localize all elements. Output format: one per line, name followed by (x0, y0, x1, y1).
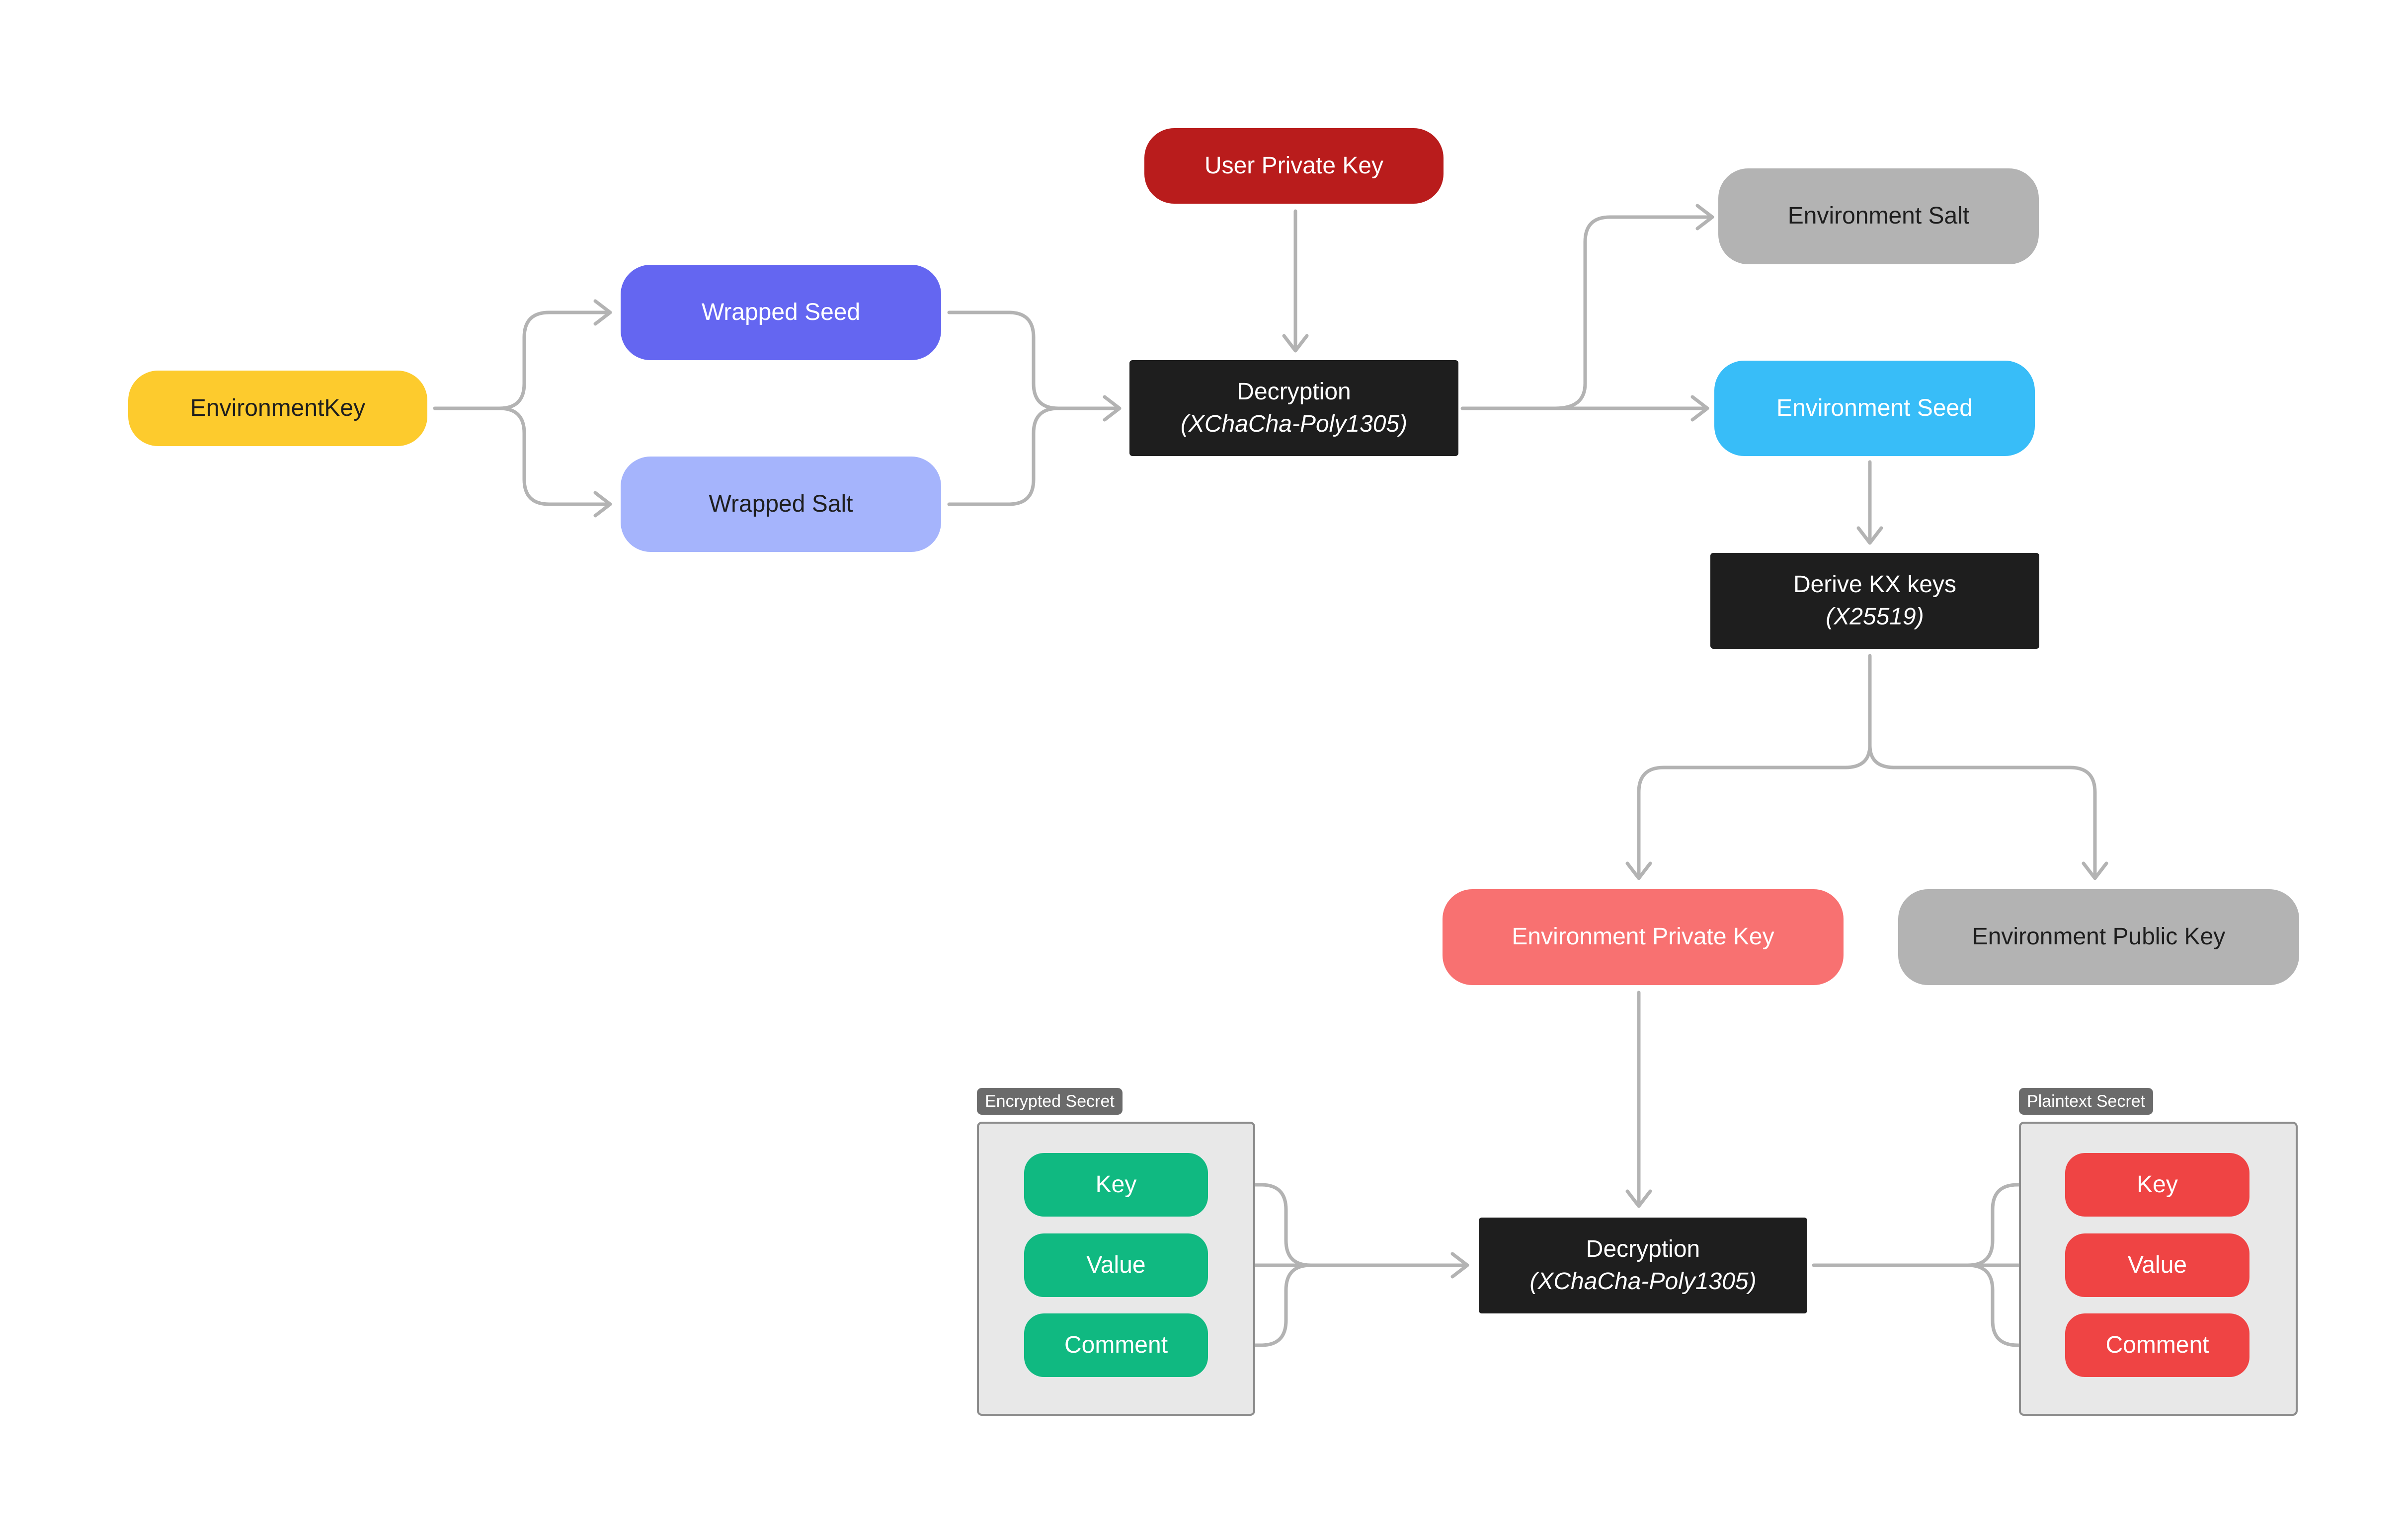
arrowhead-environment-seed (1690, 395, 1709, 422)
environment-public-key-node: Environment Public Key (1898, 889, 2299, 985)
derive-kx-title: Derive KX keys (1793, 571, 1957, 598)
connector-encrypted-comment (1214, 1263, 1313, 1347)
decryption-bottom-box: Decryption (XChaCha-Poly1305) (1479, 1218, 1807, 1313)
encrypted-value-field: Value (1024, 1233, 1208, 1297)
derive-kx-algorithm: (X25519) (1826, 603, 1924, 630)
plaintext-secret-label: Plaintext Secret (2019, 1088, 2154, 1115)
wrapped-salt-node: Wrapped Salt (621, 457, 941, 552)
decryption-top-algorithm: (XChaCha-Poly1305) (1180, 410, 1408, 437)
connector-derive-to-public-key (1868, 743, 2097, 879)
decryption-bottom-algorithm: (XChaCha-Poly1305) (1529, 1268, 1757, 1295)
environment-seed-node: Environment Seed (1714, 361, 2035, 456)
environment-salt-node: Environment Salt (1718, 168, 2039, 264)
user-private-key-node: User Private Key (1144, 128, 1444, 204)
connector-envkey-to-wrapped-salt (497, 406, 611, 506)
encrypted-key-field: Key (1024, 1153, 1208, 1217)
connector-wrapped-salt-to-decryption (947, 406, 1060, 506)
environment-key-node: EnvironmentKey (128, 371, 427, 446)
arrowhead-decryption-bottom-left (1450, 1252, 1469, 1279)
plaintext-key-field: Key (2065, 1153, 2249, 1217)
plaintext-value-field: Value (2065, 1233, 2249, 1297)
connector-wrapped-seed-to-decryption (947, 310, 1120, 410)
connector-encrypted-key (1214, 1183, 1313, 1267)
arrowhead-decryption-bottom-top (1625, 1189, 1652, 1208)
arrowhead-derive-kx (1856, 526, 1883, 545)
encrypted-comment-field: Comment (1024, 1313, 1208, 1377)
arrowhead-env-private-key (1625, 861, 1652, 880)
arrowhead-environment-salt (1695, 204, 1714, 230)
arrowhead-decryption-top (1282, 334, 1309, 353)
arrowhead-env-public-key (2082, 861, 2108, 880)
arrowhead-wrapped-seed (593, 299, 612, 326)
connector-decrypted-comment (1966, 1263, 2059, 1347)
derive-kx-keys-box: Derive KX keys (X25519) (1710, 553, 2039, 649)
decryption-top-title: Decryption (1237, 378, 1351, 405)
decryption-top-box: Decryption (XChaCha-Poly1305) (1129, 360, 1458, 456)
environment-private-key-node: Environment Private Key (1443, 889, 1844, 985)
connector-derive-to-private-key (1637, 654, 1872, 879)
connector-decryption-to-salt (1553, 215, 1713, 410)
plaintext-comment-field: Comment (2065, 1313, 2249, 1377)
encrypted-secret-label: Encrypted Secret (977, 1088, 1123, 1115)
wrapped-seed-node: Wrapped Seed (621, 265, 941, 360)
connector-decrypted-key (1966, 1183, 2059, 1267)
connector-envkey-to-wrapped-seed (433, 310, 611, 410)
decryption-bottom-title: Decryption (1586, 1235, 1700, 1262)
arrowhead-decryption-top-left (1103, 395, 1122, 422)
arrowhead-wrapped-salt (593, 491, 612, 518)
